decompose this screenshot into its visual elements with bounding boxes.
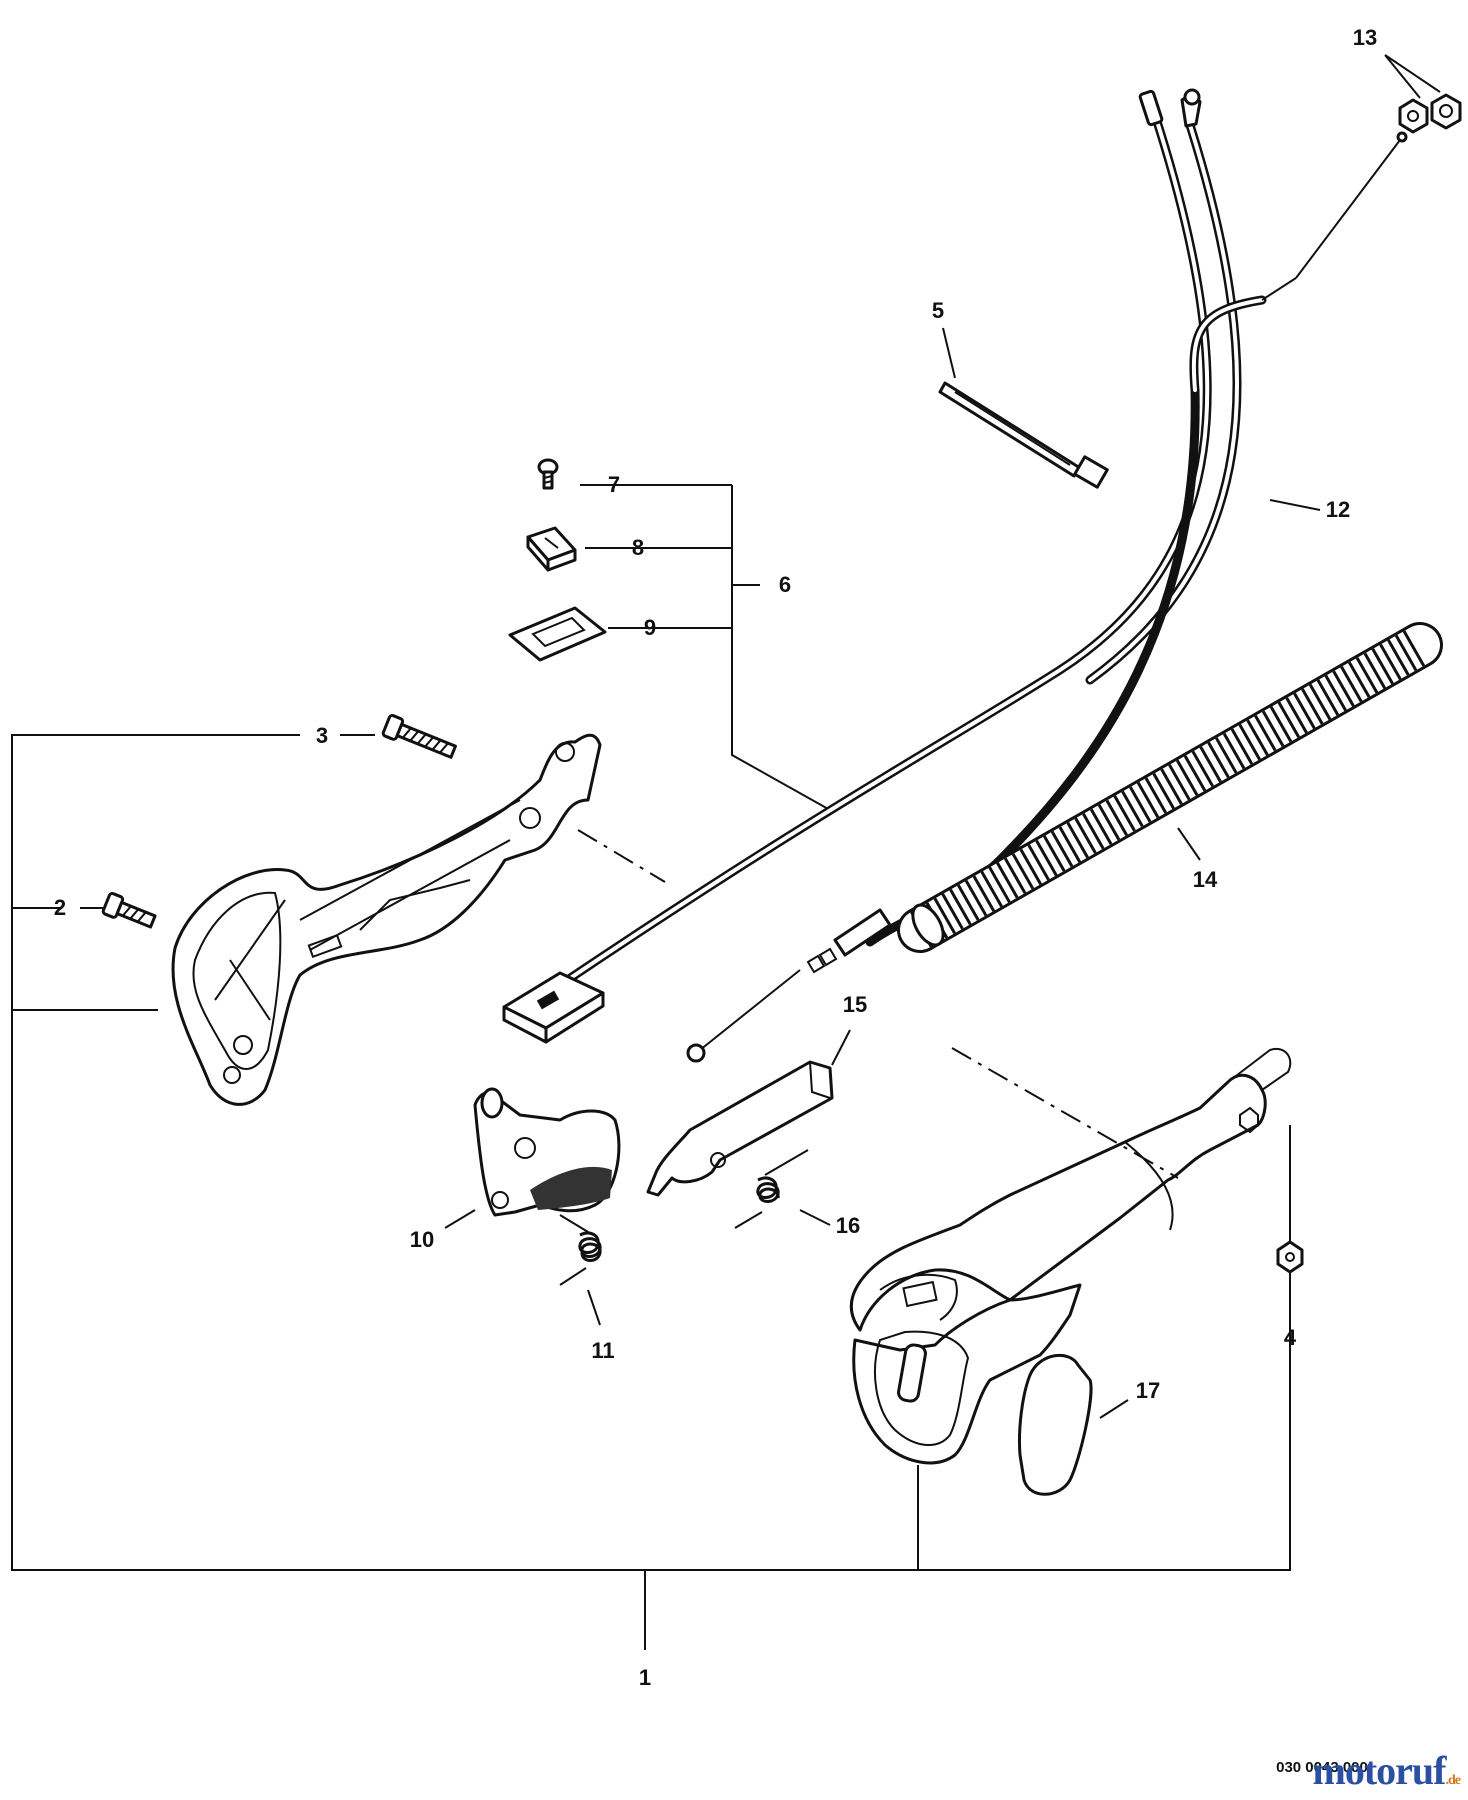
hex-nut-icon — [1398, 93, 1462, 134]
callout-11: 11 — [591, 1338, 614, 1363]
callout-15: 15 — [843, 992, 867, 1017]
leader-5 — [942, 327, 956, 379]
grip-pad — [1018, 1353, 1093, 1496]
torsion-spring-icon — [559, 1214, 602, 1286]
hex-nut-icon — [1276, 1240, 1304, 1274]
throttle-trigger — [473, 1087, 621, 1217]
lockout-lever — [646, 1060, 834, 1197]
bolt-icon — [537, 458, 559, 490]
callout-2: 2 — [54, 895, 66, 920]
callout-8: 8 — [632, 535, 644, 560]
callout-12: 12 — [1326, 497, 1350, 522]
callout-14: 14 — [1193, 867, 1218, 892]
callout-10: 10 — [410, 1227, 434, 1252]
leader-15 — [831, 1029, 851, 1066]
left-handle-half — [171, 733, 602, 1106]
right-handle-axis — [951, 1047, 1179, 1179]
cable-tie-icon — [938, 381, 1109, 489]
watermark-name: motoruf — [1312, 1748, 1447, 1793]
left-handle-axis — [577, 829, 666, 883]
throttle-cable — [686, 131, 1408, 1063]
watermark-logo: motoruf.de — [1312, 1747, 1461, 1794]
leader-12 — [1269, 499, 1321, 511]
leader-16 — [799, 1209, 831, 1226]
switch-wires — [502, 88, 1242, 1044]
kit-bracket — [580, 484, 831, 811]
diagram-reference-number: 030 0043 000 — [1276, 1759, 1368, 1776]
leader-14 — [1177, 827, 1201, 861]
right-handle-half — [849, 1047, 1292, 1465]
watermark-tld: .de — [1445, 1773, 1461, 1788]
callout-13: 13 — [1353, 25, 1377, 50]
callout-6: 6 — [779, 572, 791, 597]
leader-10 — [444, 1209, 476, 1229]
assembly-bracket — [11, 734, 1291, 1650]
callout-5: 5 — [932, 298, 944, 323]
clip-nut-icon — [526, 526, 577, 572]
callout-1: 1 — [639, 1665, 651, 1690]
corrugated-tube — [897, 622, 1443, 953]
leader-17 — [1099, 1399, 1129, 1419]
short-screw — [101, 891, 157, 929]
torsion-spring-icon — [734, 1149, 809, 1229]
callout-9: 9 — [644, 615, 656, 640]
callout-3: 3 — [316, 723, 328, 748]
callout-17: 17 — [1136, 1378, 1160, 1403]
callout-16: 16 — [836, 1213, 860, 1238]
callout-7: 7 — [608, 472, 620, 497]
long-screw — [381, 713, 457, 759]
callout-4: 4 — [1284, 1325, 1297, 1350]
sticker-icon — [508, 606, 607, 662]
leader-11 — [587, 1289, 601, 1326]
leader-13 — [1384, 54, 1441, 99]
